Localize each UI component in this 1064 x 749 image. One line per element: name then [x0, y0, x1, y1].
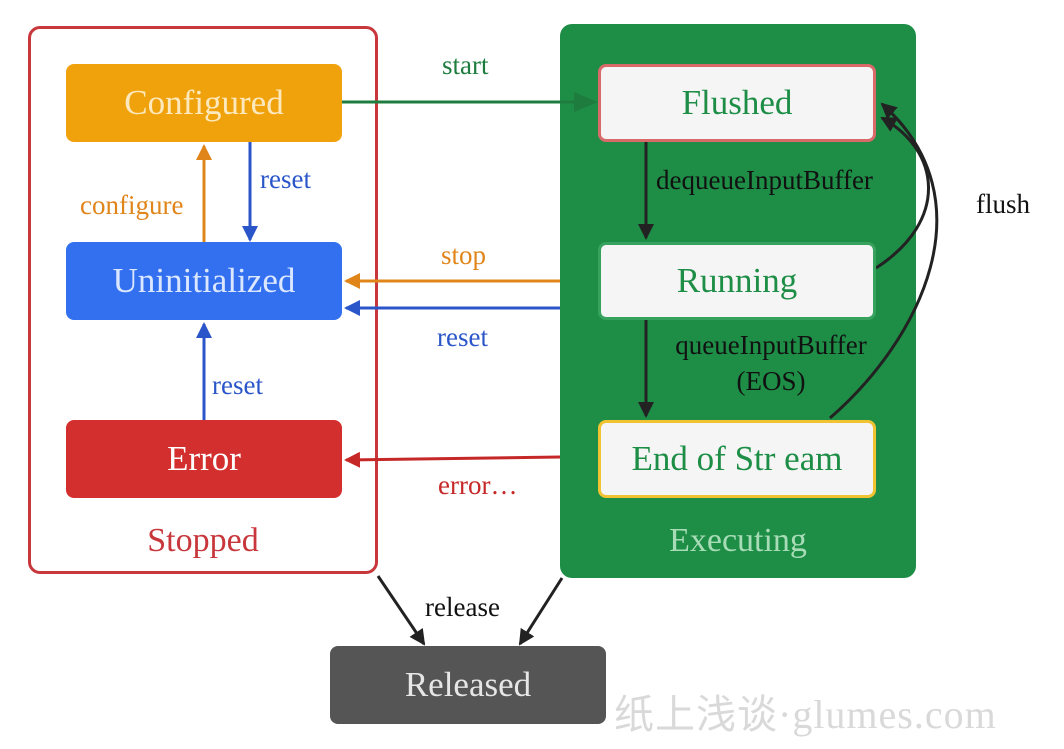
label-reset-error: reset [212, 370, 263, 400]
edge-flush-eos [829, 102, 939, 420]
edge-error [344, 451, 561, 468]
state-flushed: Flushed [598, 64, 876, 142]
state-configured: Configured [66, 64, 342, 142]
label-flush: flush [976, 189, 1030, 219]
state-uninitialized: Uninitialized [66, 242, 342, 320]
label-configure: configure [80, 190, 184, 220]
label-reset-middle: reset [437, 322, 488, 352]
label-error: error… [438, 470, 518, 500]
watermark-text: 纸上浅谈·glumes.com [614, 692, 997, 737]
label-dequeue: dequeueInputBuffer [656, 165, 873, 195]
label-queue-line1: queueInputBuffer [675, 330, 867, 360]
state-end-of-stream: End of Str eam [598, 420, 876, 498]
state-released: Released [330, 646, 606, 724]
edge-flush-running [875, 116, 930, 270]
label-stop: stop [441, 240, 487, 270]
edge-release-stopped [376, 575, 426, 646]
state-running: Running [598, 242, 876, 320]
stopped-label: Stopped [147, 522, 259, 559]
edge-start-head [574, 92, 598, 112]
label-queue-line2: (EOS) [736, 366, 806, 396]
state-error: Error [66, 420, 342, 498]
label-reset-top: reset [260, 164, 311, 194]
executing-label: Executing [669, 522, 807, 559]
label-start: start [442, 50, 489, 80]
label-release: release [425, 592, 500, 622]
edge-release-executing [518, 577, 564, 646]
